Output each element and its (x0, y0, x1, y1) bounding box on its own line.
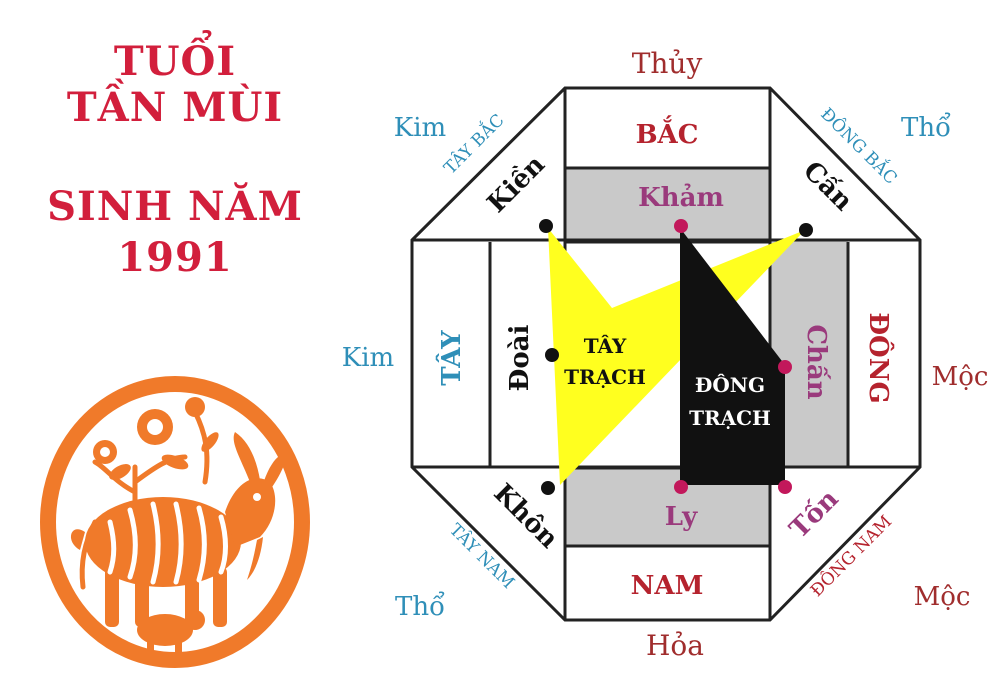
dong-trach-label-2: TRẠCH (689, 406, 771, 430)
element-northeast: Thổ (901, 112, 951, 143)
element-southeast: Mộc (914, 582, 971, 612)
goat-icon (40, 376, 310, 668)
trigram-chan: Chấn (801, 324, 832, 399)
tay-trach-label-1: TÂY (584, 334, 627, 358)
title-line-1: TUỔI (113, 38, 237, 85)
title-line-3: SINH NĂM (47, 183, 303, 230)
north-gray-band (565, 168, 770, 242)
tay-trach-label-2: TRẠCH (564, 365, 646, 389)
trigram-doai: Đoài (505, 324, 535, 391)
element-left: Kim (342, 343, 394, 373)
trigram-ly: Ly (665, 502, 698, 532)
element-top: Thủy (632, 47, 703, 80)
title-line-2: TẦN MÙI (66, 84, 284, 131)
element-southwest: Thổ (395, 591, 445, 622)
element-right: Mộc (932, 362, 989, 392)
dong-trach-region (680, 228, 785, 485)
goat-zodiac-emblem (35, 372, 315, 672)
element-northwest: Kim (394, 113, 446, 143)
direction-east: ĐÔNG (863, 312, 895, 403)
dong-trach-label-1: ĐÔNG (695, 372, 765, 397)
trigram-dots (539, 219, 813, 495)
direction-south: NAM (631, 571, 704, 601)
direction-west: TÂY (435, 330, 467, 386)
direction-north: BẮC (636, 115, 699, 150)
tay-trach-region (548, 228, 805, 485)
bagua-diagram: Thủy Hỏa Kim Mộc Kim Thổ Thổ Mộc BẮC NAM… (330, 40, 1000, 689)
trigram-kham: Khảm (638, 183, 724, 213)
title-line-4: 1991 (117, 234, 233, 281)
element-bottom: Hỏa (646, 629, 704, 662)
